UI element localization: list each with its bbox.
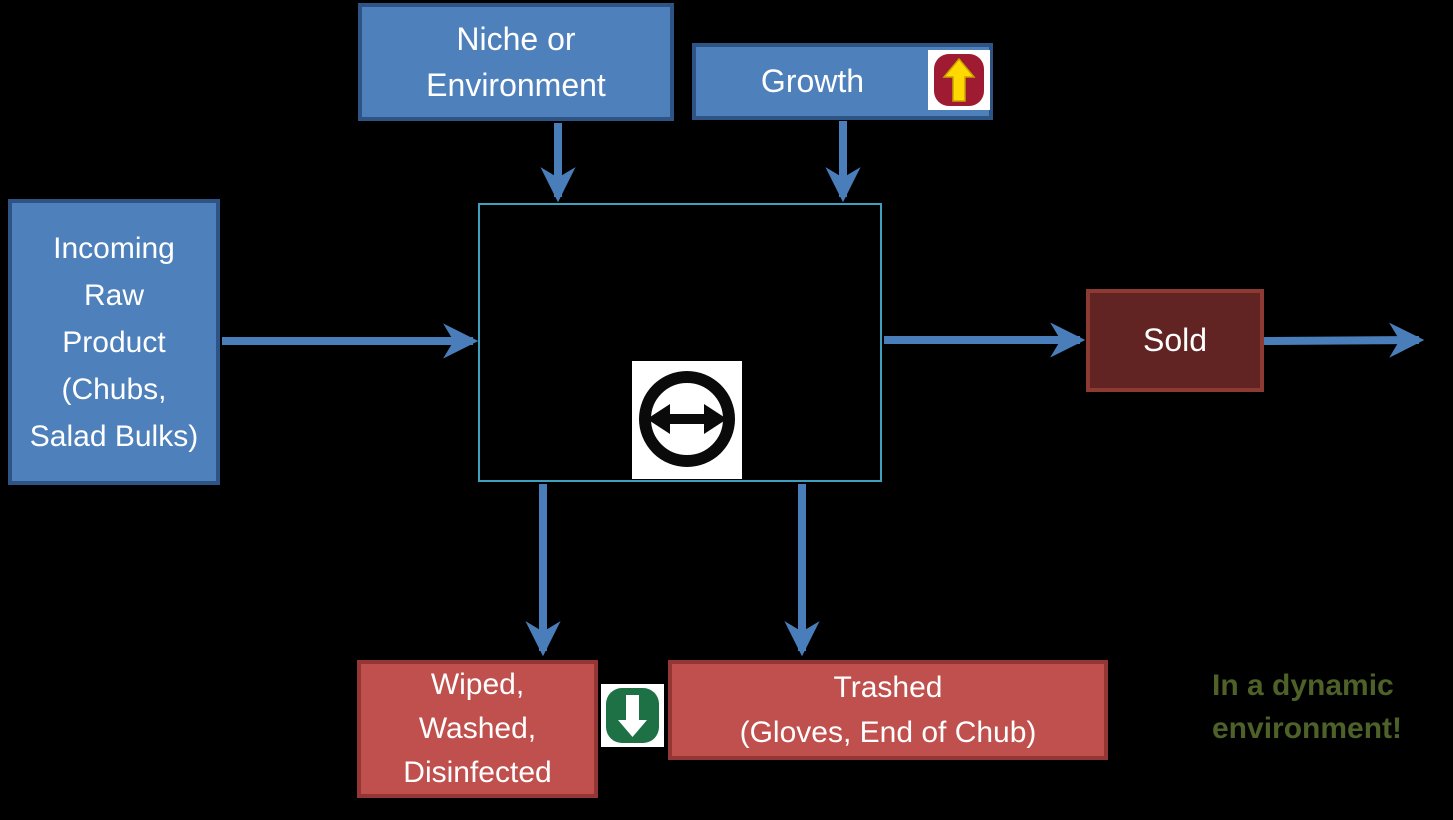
- node-incoming-raw-product: Incoming Raw Product (Chubs, Salad Bulks…: [8, 199, 220, 485]
- node-label: Niche or Environment: [426, 21, 606, 103]
- circle-double-arrow-icon: [632, 361, 742, 479]
- node-process-box: [478, 203, 882, 482]
- node-label: Incoming Raw Product (Chubs, Salad Bulks…: [29, 231, 199, 453]
- node-niche-or-environment: Niche or Environment: [358, 3, 674, 121]
- down-arrow-badge-icon: [601, 684, 664, 747]
- node-wiped-washed-disinfected: Wiped, Washed, Disinfected: [357, 660, 598, 798]
- arrow-sold-out: [1263, 322, 1425, 358]
- node-label: Wiped, Washed, Disinfected: [403, 668, 552, 789]
- node-sold: Sold: [1086, 289, 1264, 392]
- node-label: Sold: [1142, 322, 1208, 358]
- node-trashed: Trashed (Gloves, End of Chub): [668, 660, 1108, 760]
- up-arrow-badge-icon: [928, 50, 990, 110]
- node-label: Growth: [760, 63, 865, 99]
- node-label: Trashed (Gloves, End of Chub): [739, 671, 1037, 749]
- dynamic-environment-note: In a dynamic environment!: [1212, 669, 1403, 745]
